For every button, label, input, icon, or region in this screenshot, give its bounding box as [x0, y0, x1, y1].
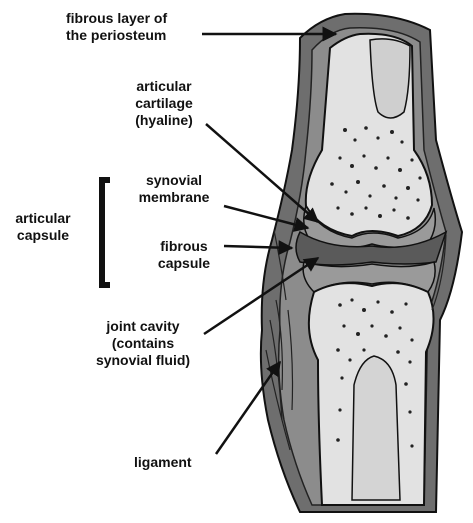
joint-cavity-label-line-1: joint cavity [78, 318, 208, 335]
ligament-label: ligament [134, 454, 192, 471]
joint-cavity-label-line-2: (contains [78, 335, 208, 352]
synovial-membrane-label-line-1: synovial [126, 172, 222, 189]
cartilage-label-line-3: (hyaline) [116, 112, 212, 129]
periosteum-label: fibrous layer of the periosteum [66, 10, 167, 44]
joint-cavity-label: joint cavity (contains synovial fluid) [78, 318, 208, 369]
articular-capsule-bracket [102, 180, 110, 285]
articular-capsule-label-line-2: capsule [2, 227, 84, 244]
periosteum-label-line-1: fibrous layer of [66, 10, 167, 27]
joint-cavity-label-line-3: synovial fluid) [78, 352, 208, 369]
articular-capsule-label-line-1: articular [2, 210, 84, 227]
femur-marrow-cavity [370, 39, 410, 118]
fibrous-capsule-label: fibrous capsule [146, 238, 222, 272]
articular-capsule-label: articular capsule [2, 210, 84, 244]
cartilage-label-line-2: cartilage [116, 95, 212, 112]
ligament-label-line-1: ligament [134, 454, 192, 471]
synovial-membrane-label: synovial membrane [126, 172, 222, 206]
tibia-marrow-cavity [352, 356, 400, 500]
articular-cartilage-label: articular cartilage (hyaline) [116, 78, 212, 129]
fibrous-capsule-label-line-1: fibrous [146, 238, 222, 255]
cartilage-label-line-1: articular [116, 78, 212, 95]
synovial-membrane-label-line-2: membrane [126, 189, 222, 206]
periosteum-label-line-2: the periosteum [66, 27, 167, 44]
fibrous-capsule-label-line-2: capsule [146, 255, 222, 272]
